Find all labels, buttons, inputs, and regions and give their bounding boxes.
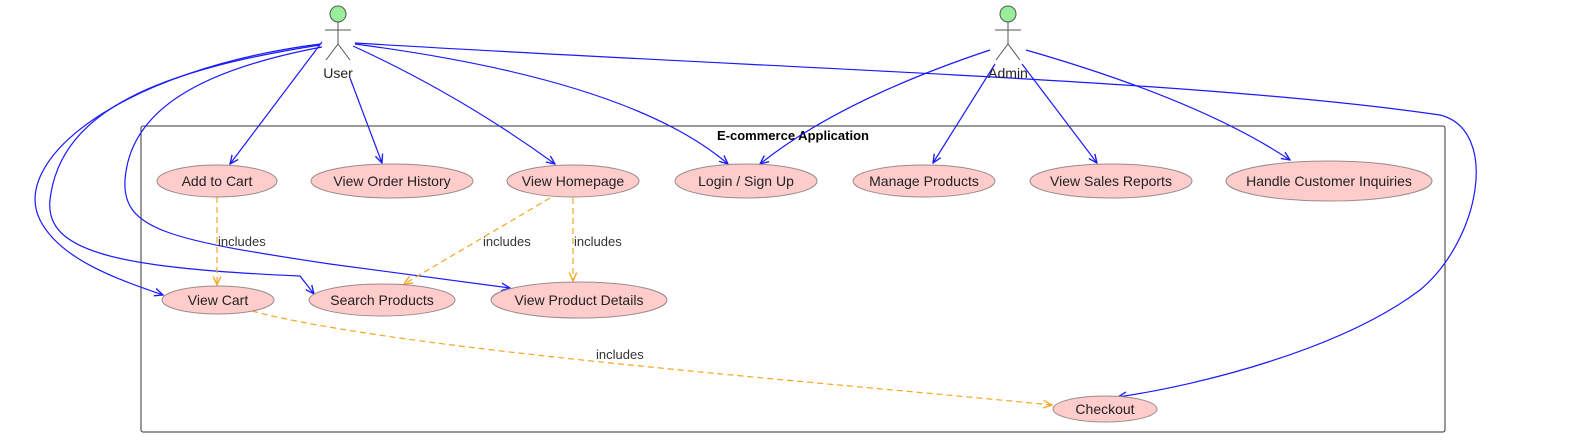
usecase-search-products[interactable]: Search Products: [308, 283, 456, 317]
usecase-search-products-shape: [308, 283, 456, 317]
association-user-to-view-order-history: [349, 77, 382, 163]
association-layer: [34, 41, 1477, 397]
usecase-handle-inquiries[interactable]: Handle Customer Inquiries: [1225, 160, 1433, 202]
actor-admin[interactable]: Admin: [988, 5, 1028, 81]
usecase-view-product-details[interactable]: View Product Details: [490, 281, 668, 319]
include-view-cart-to-checkout: [251, 310, 1052, 405]
actor-user[interactable]: User: [323, 5, 353, 81]
usecase-view-product-details-label: View Product Details: [515, 292, 644, 308]
usecase-view-cart-label: View Cart: [188, 292, 249, 308]
usecase-view-order-history-shape: [310, 163, 474, 199]
association-admin-to-handle-inquiries: [1025, 49, 1290, 160]
usecase-view-sales-reports-label: View Sales Reports: [1050, 173, 1172, 189]
association-admin-to-view-sales-reports: [1021, 63, 1097, 163]
actor-user-right-leg: [337, 43, 351, 61]
usecase-view-cart[interactable]: View Cart: [161, 285, 275, 315]
usecase-handle-inquiries-shape: [1225, 160, 1433, 202]
association-user-to-add-to-cart: [230, 41, 323, 164]
association-user-to-checkout: [354, 42, 1477, 397]
usecase-handle-inquiries-label: Handle Customer Inquiries: [1246, 173, 1412, 189]
usecase-login-signup[interactable]: Login / Sign Up: [674, 163, 818, 199]
usecase-checkout-label: Checkout: [1075, 401, 1134, 417]
usecase-add-to-cart[interactable]: Add to Cart: [156, 164, 278, 198]
association-user-to-login-signup: [354, 43, 728, 164]
system-title: E-commerce Application: [717, 128, 869, 143]
include-label: includes: [483, 234, 531, 249]
include-view-homepage-to-search-products: [404, 197, 551, 284]
usecase-login-signup-label: Login / Sign Up: [698, 173, 794, 189]
usecase-view-cart-shape: [161, 285, 275, 315]
association-user-to-view-product-details: [124, 46, 510, 288]
include-label: includes: [574, 234, 622, 249]
usecase-view-sales-reports[interactable]: View Sales Reports: [1029, 163, 1193, 199]
association-user-to-view-homepage: [352, 45, 555, 164]
usecase-view-sales-reports-shape: [1029, 163, 1193, 199]
usecase-view-homepage[interactable]: View Homepage: [506, 164, 640, 198]
usecase-add-to-cart-label: Add to Cart: [182, 173, 253, 189]
actor-admin-head: [999, 5, 1017, 23]
actor-user-left-leg: [325, 43, 339, 61]
usecase-checkout[interactable]: Checkout: [1052, 395, 1158, 423]
usecase-manage-products-label: Manage Products: [869, 173, 979, 189]
system-boundary: E-commerce Application: [140, 125, 1446, 433]
usecase-search-products-label: Search Products: [330, 292, 434, 308]
system-boundary-box: [140, 125, 1446, 433]
actor-admin-left-leg: [995, 43, 1009, 61]
association-admin-to-manage-products: [933, 63, 996, 163]
actor-admin-right-leg: [1007, 43, 1021, 61]
usecase-checkout-shape: [1052, 395, 1158, 423]
include-layer: includes includes includes includes: [217, 197, 1052, 405]
usecase-view-homepage-shape: [506, 164, 640, 198]
usecase-view-order-history[interactable]: View Order History: [310, 163, 474, 199]
usecase-view-product-details-shape: [490, 281, 668, 319]
usecase-add-to-cart-shape: [156, 164, 278, 198]
usecase-view-order-history-label: View Order History: [333, 173, 450, 189]
usecase-login-signup-shape: [674, 163, 818, 199]
association-user-to-search-products: [49, 44, 321, 294]
actor-user-head: [329, 5, 347, 23]
association-admin-to-login-signup: [760, 49, 991, 164]
include-label: includes: [218, 234, 266, 249]
usecase-view-homepage-label: View Homepage: [522, 173, 625, 189]
usecase-manage-products[interactable]: Manage Products: [852, 164, 996, 198]
usecase-manage-products-shape: [852, 164, 996, 198]
actor-user-label: User: [323, 65, 353, 81]
include-label: includes: [596, 347, 644, 362]
actor-admin-label: Admin: [988, 65, 1028, 81]
